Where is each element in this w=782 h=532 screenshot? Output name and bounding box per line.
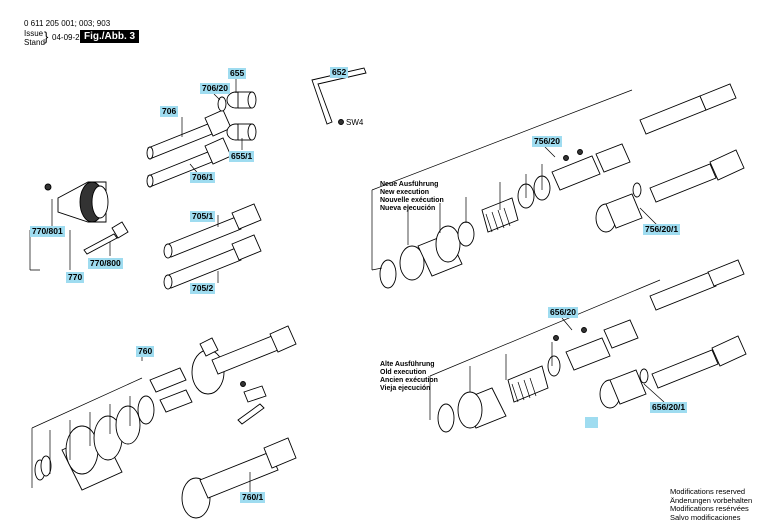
part-label-706-1: 706/1 (190, 172, 216, 183)
old-execution-caption: Alte Ausführung Old execution Ancien exé… (380, 361, 438, 393)
drill-chuck-drawing (44, 181, 109, 223)
sw4-label: SW4 (346, 118, 364, 127)
footer-note-de: Änderungen vorbehalten (670, 495, 753, 505)
old-execution-en: Old execution (380, 369, 427, 376)
assembly-760-drawing (34, 325, 297, 491)
part-label-770-801: 770/801 (30, 226, 65, 237)
new-execution-fr: Nouvelle exécution (380, 197, 444, 204)
blank-label-box (585, 417, 598, 428)
shaft-756-20-1-drawing (595, 149, 745, 233)
old-execution-es: Vieja ejecución (380, 385, 431, 392)
new-execution-en: New execution (380, 189, 430, 196)
ring-706-20-drawing (217, 96, 227, 112)
footer-note-es: Salvo modificaciones (670, 512, 741, 522)
shaft-705-2-drawing (163, 234, 262, 290)
part-label-705-1: 705/1 (190, 211, 216, 222)
old-execution-fr: Ancien exécution (380, 377, 438, 384)
new-execution-es: Nueva ejecución (380, 205, 436, 212)
sleeve-655-1-drawing (226, 123, 257, 141)
part-label-656-20: 656/20 (548, 307, 578, 318)
old-execution-assembly-drawing (437, 259, 745, 433)
footer-note-fr: Modifications resérvées (670, 504, 749, 513)
part-label-760: 760 (136, 346, 155, 357)
hex-key-652-drawing (311, 67, 367, 125)
spindle-760-1-drawing (181, 437, 297, 519)
part-label-760-1: 760/1 (240, 492, 266, 503)
new-execution-de: Neue Ausführung (380, 181, 439, 188)
new-execution-caption: Neue Ausführung New execution Nouvelle e… (380, 181, 444, 213)
shaft-706-1-drawing (146, 137, 232, 188)
chuck-key-drawing (83, 221, 129, 255)
part-label-655-1: 655/1 (229, 151, 255, 162)
part-label-652: 652 (330, 67, 349, 78)
issue-label: Issue (24, 29, 44, 38)
stand-label: Stand (24, 38, 45, 47)
part-label-656-20-1: 656/20/1 (650, 402, 688, 413)
old-execution-de: Alte Ausführung (380, 361, 435, 368)
issue-date: 04-09-20 (52, 33, 85, 42)
footer-notes: Modifications reserved Änderungen vorbeh… (670, 487, 753, 522)
part-label-705-2: 705/2 (190, 283, 216, 294)
part-label-756-20-1: 756/20/1 (643, 224, 681, 235)
brace-glyph: } (44, 29, 49, 44)
figure-tag: Fig./Abb. 3 (80, 30, 140, 43)
part-label-706-20: 706/20 (200, 83, 230, 94)
shaft-656-20-1-drawing (599, 335, 747, 409)
part-label-706: 706 (160, 106, 179, 117)
footer-note-en: Modifications reserved (670, 487, 746, 496)
sleeve-655-drawing (226, 91, 257, 109)
part-label-770: 770 (66, 272, 85, 283)
document-number: 0 611 205 001; 003; 903 (24, 19, 111, 28)
part-label-770-800: 770/800 (88, 258, 123, 269)
part-label-756-20: 756/20 (532, 136, 562, 147)
shaft-705-1-drawing (163, 203, 262, 259)
shaft-706-drawing (146, 109, 232, 160)
part-label-655: 655 (228, 68, 247, 79)
